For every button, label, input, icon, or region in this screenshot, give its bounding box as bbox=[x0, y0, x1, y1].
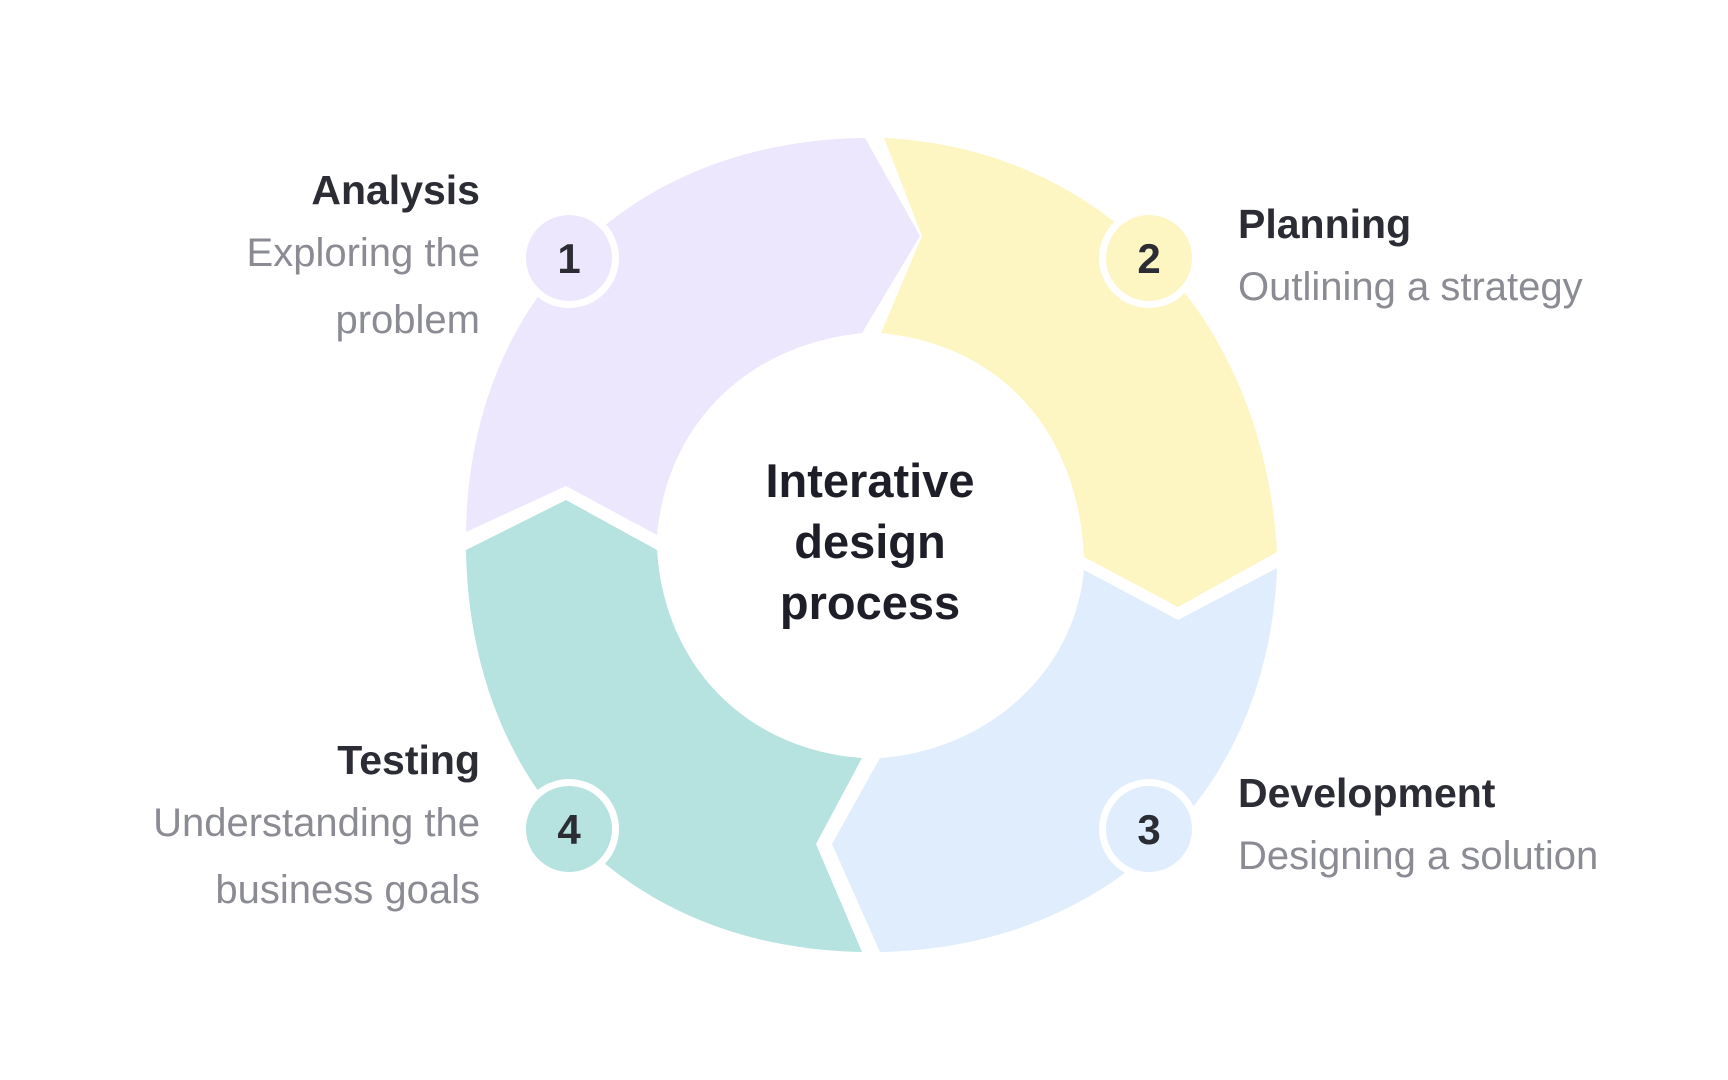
center-title-line: Interative bbox=[765, 454, 975, 507]
step-development: Development Designing a solution bbox=[1238, 763, 1698, 890]
segment-analysis bbox=[466, 138, 920, 535]
step-planning: Planning Outlining a strategy bbox=[1238, 194, 1698, 321]
badge-3: 3 bbox=[1099, 779, 1199, 879]
segment-planning bbox=[881, 138, 1277, 607]
segment-testing bbox=[466, 500, 862, 952]
step-description: Outlining a strategy bbox=[1238, 254, 1698, 321]
svg-text:2: 2 bbox=[1137, 235, 1160, 282]
step-title: Planning bbox=[1238, 201, 1412, 247]
step-description-line: Understanding the bbox=[153, 801, 480, 845]
step-description: Designing a solution bbox=[1238, 823, 1698, 890]
step-description-line: business goals bbox=[215, 868, 480, 912]
step-analysis: Analysis Exploring the problem bbox=[80, 160, 480, 354]
center-title-line: design bbox=[794, 515, 946, 568]
svg-text:3: 3 bbox=[1137, 806, 1160, 853]
svg-text:1: 1 bbox=[557, 235, 580, 282]
step-description-line: problem bbox=[335, 298, 480, 342]
segment-development bbox=[832, 568, 1277, 952]
step-description: Understanding the business goals bbox=[60, 790, 480, 924]
step-title: Analysis bbox=[311, 167, 480, 213]
center-title: Interative design process bbox=[720, 450, 1020, 633]
step-description-line: Outlining a strategy bbox=[1238, 265, 1583, 309]
step-title: Development bbox=[1238, 770, 1496, 816]
svg-text:4: 4 bbox=[557, 806, 581, 853]
step-title: Testing bbox=[337, 737, 480, 783]
step-description: Exploring the problem bbox=[80, 220, 480, 354]
step-description-line: Designing a solution bbox=[1238, 834, 1599, 878]
center-title-line: process bbox=[779, 576, 961, 629]
step-testing: Testing Understanding the business goals bbox=[60, 730, 480, 924]
badge-1: 1 bbox=[519, 208, 619, 308]
step-description-line: Exploring the bbox=[246, 231, 480, 275]
badge-2: 2 bbox=[1099, 208, 1199, 308]
badge-4: 4 bbox=[519, 779, 619, 879]
